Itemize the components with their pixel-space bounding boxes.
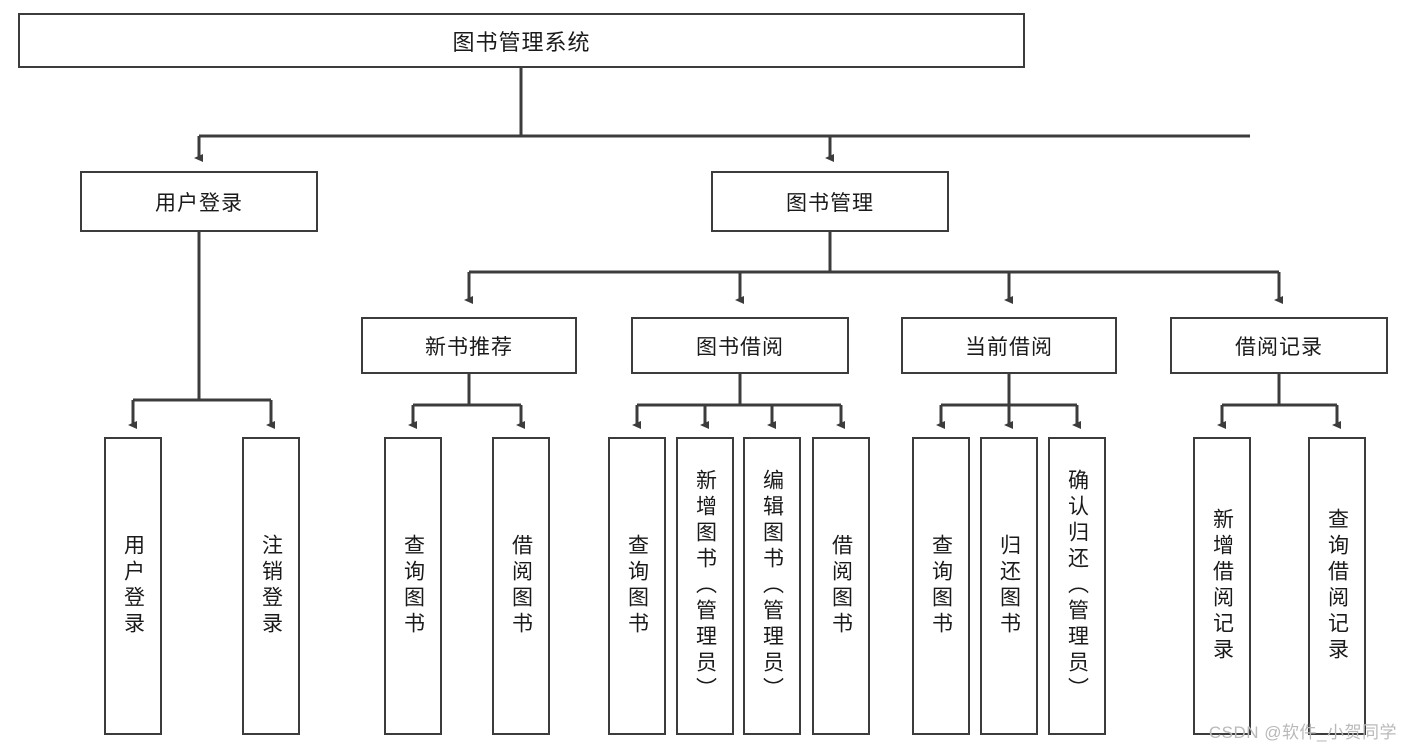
node-label: 查询图书 (401, 534, 425, 638)
node-label: 确认归还（管理员） (1065, 469, 1089, 703)
node-label: 借阅记录 (1235, 335, 1323, 359)
leaf-recommend-query-book[interactable]: 查询图书 (384, 437, 442, 735)
node-label: 查询图书 (929, 534, 953, 638)
leaf-borrow-borrow-book[interactable]: 借阅图书 (812, 437, 870, 735)
leaf-current-query-book[interactable]: 查询图书 (912, 437, 970, 735)
node-label: 用户登录 (121, 534, 145, 638)
node-label: 编辑图书（管理员） (760, 469, 784, 703)
node-borrow-record[interactable]: 借阅记录 (1170, 317, 1388, 374)
node-label: 借阅图书 (829, 534, 853, 638)
leaf-record-query-borrow-record[interactable]: 查询借阅记录 (1308, 437, 1366, 735)
node-label: 图书管理 (786, 191, 874, 215)
leaf-borrow-query-book[interactable]: 查询图书 (608, 437, 666, 735)
node-current-borrow[interactable]: 当前借阅 (901, 317, 1117, 374)
node-label: 图书借阅 (696, 335, 784, 359)
node-label: 当前借阅 (965, 335, 1053, 359)
node-label: 查询借阅记录 (1325, 508, 1349, 664)
node-label: 归还图书 (997, 534, 1021, 638)
watermark-text: CSDN @软件_小贺同学 (1208, 723, 1397, 742)
node-root-book-management-system[interactable]: 图书管理系统 (18, 13, 1025, 68)
node-label: 注销登录 (259, 534, 283, 638)
node-book-management[interactable]: 图书管理 (711, 171, 949, 232)
leaf-borrow-edit-book-admin[interactable]: 编辑图书（管理员） (743, 437, 801, 735)
leaf-record-add-borrow-record[interactable]: 新增借阅记录 (1193, 437, 1251, 735)
node-label: 查询图书 (625, 534, 649, 638)
leaf-borrow-add-book-admin[interactable]: 新增图书（管理员） (676, 437, 734, 735)
leaf-recommend-borrow-book[interactable]: 借阅图书 (492, 437, 550, 735)
leaf-user-logout[interactable]: 注销登录 (242, 437, 300, 735)
node-label: 借阅图书 (509, 534, 533, 638)
leaf-current-return-book[interactable]: 归还图书 (980, 437, 1038, 735)
node-new-book-recommend[interactable]: 新书推荐 (361, 317, 577, 374)
node-label: 用户登录 (155, 191, 243, 215)
node-label: 图书管理系统 (452, 29, 591, 55)
node-user-login[interactable]: 用户登录 (80, 171, 318, 232)
leaf-user-login[interactable]: 用户登录 (104, 437, 162, 735)
node-book-borrow[interactable]: 图书借阅 (631, 317, 849, 374)
node-label: 新增借阅记录 (1210, 508, 1234, 664)
node-label: 新增图书（管理员） (693, 469, 717, 703)
leaf-current-confirm-return-admin[interactable]: 确认归还（管理员） (1048, 437, 1106, 735)
node-label: 新书推荐 (425, 335, 513, 359)
